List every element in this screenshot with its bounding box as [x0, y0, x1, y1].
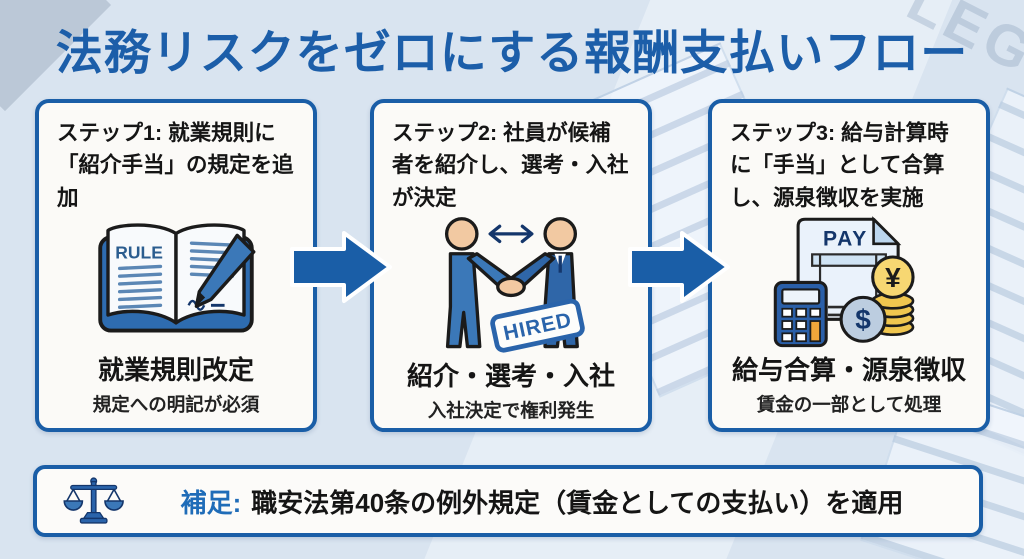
rule-label: RULE [115, 242, 163, 262]
arrow-right-icon [628, 229, 732, 305]
arrow-right-icon [290, 229, 394, 305]
footnote-box: 補足: 職安法第40条の例外規定（賃金としての支払い）を適用 [33, 465, 983, 537]
footnote-text: 補足: 職安法第40条の例外規定（賃金としての支払い）を適用 [125, 483, 959, 520]
step3-subcaption: 賃金の一部として処理 [756, 393, 942, 415]
step3-icon-wrap: PAY ¥ $ [730, 214, 968, 350]
step1-box: ステップ1: 就業規則に「紹介手当」の規定を追加 RULE [35, 99, 317, 432]
step1-subcaption: 規定への明記が必須 [92, 393, 260, 415]
payroll-icon: PAY ¥ $ [761, 214, 937, 350]
footnote-label: 補足: [180, 487, 242, 518]
step2-icon-wrap: HIRED [392, 214, 630, 356]
step3-box: ステップ3: 給与計算時に「手当」として合算し、源泉徴収を実施 PAY [708, 99, 990, 432]
step1-caption: 就業規則改定 [97, 354, 254, 385]
scale-icon [63, 472, 125, 530]
step1-header: ステップ1: 就業規則に「紹介手当」の規定を追加 [57, 121, 294, 210]
step2-box: ステップ2: 社員が候補者を紹介し、選考・入社が決定 [370, 99, 652, 432]
step2-header: ステップ2: 社員が候補者を紹介し、選考・入社が決定 [392, 121, 629, 210]
step3-header: ステップ3: 給与計算時に「手当」として合算し、源泉徴収を実施 [730, 121, 949, 210]
footnote-body: 職安法第40条の例外規定（賃金としての支払い）を適用 [251, 487, 904, 518]
pay-label: PAY [823, 227, 868, 250]
step2-caption: 紹介・選考・入社 [406, 360, 615, 391]
step2-subcaption: 入社決定で権利発生 [427, 399, 595, 421]
page-title: 法務リスクをゼロにする報酬支払いフロー [55, 26, 969, 79]
yen-symbol: ¥ [885, 262, 901, 293]
handshake-icon: HIRED [409, 214, 613, 356]
dollar-symbol: $ [855, 304, 871, 335]
step3-caption: 給与合算・源泉徴収 [731, 354, 966, 385]
step1-icon-wrap: RULE [57, 214, 295, 350]
rulebook-icon: RULE [88, 214, 264, 350]
